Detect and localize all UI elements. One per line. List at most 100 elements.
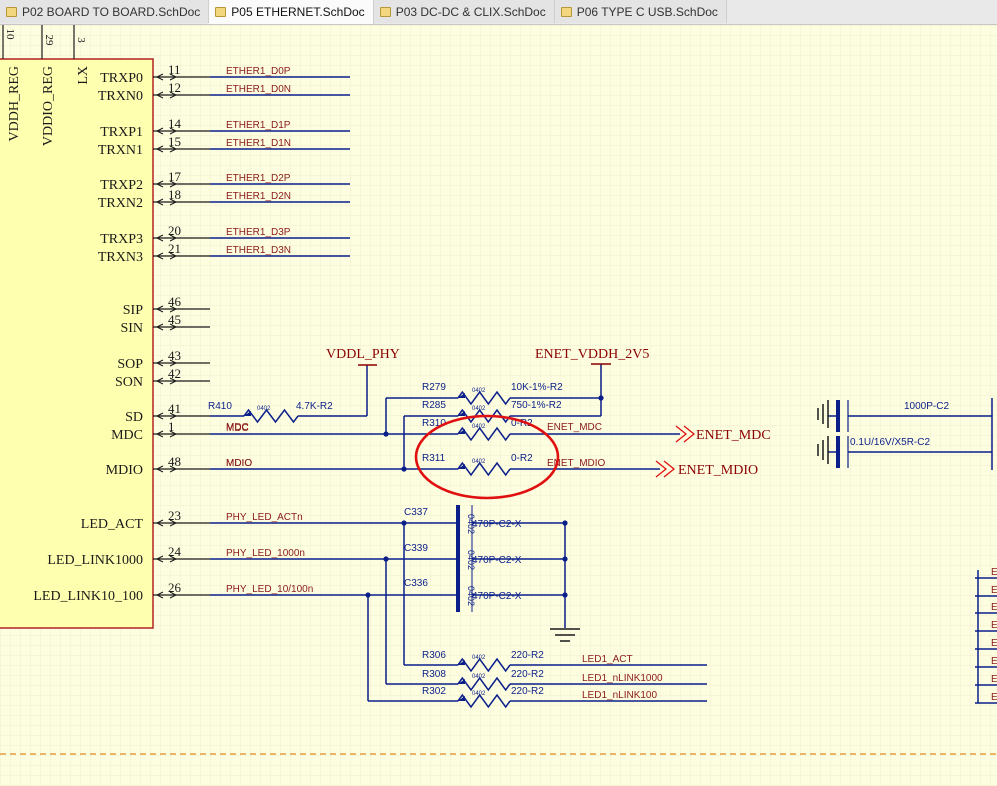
net-label-mdio: MDIO	[226, 458, 252, 469]
capacitor-ref: C339	[404, 543, 428, 554]
schematic-doc-icon	[560, 6, 572, 17]
ic-pin-trxp0: TRXP0 11 ETHER1_D0P	[100, 62, 291, 86]
net-label: ETHER1_D0P	[226, 66, 291, 77]
document-tab-1[interactable]: P02 BOARD TO BOARD.SchDoc	[0, 0, 210, 23]
net-label: PHY_LED_ACTn	[226, 512, 303, 523]
pin-io-arrow-icon	[155, 377, 178, 385]
net-label: ETHER1_D1N	[226, 138, 291, 149]
junction-dot	[401, 520, 407, 526]
resistor-ref: R279	[422, 382, 446, 393]
pin-name: SD	[125, 410, 143, 425]
pin-name: LED_ACT	[81, 517, 144, 532]
pin-io-arrow-icon	[155, 323, 178, 331]
resistor-value: 220-R2	[511, 686, 544, 697]
power-port-enet-vddh: ENET_VDDH_2V5	[535, 347, 649, 362]
net-label: MDC	[226, 423, 249, 434]
pin-number: 42	[168, 366, 181, 381]
net-label-led: LED1_nLINK100	[582, 690, 657, 701]
junction-dot	[383, 556, 389, 562]
net-label-enet-mdc: ENET_MDC	[547, 422, 602, 433]
capacitor-value: 470P-C2-X	[472, 555, 522, 566]
resistor-ref: R302	[422, 686, 446, 697]
resistor-package: 0402	[472, 388, 486, 394]
pin1-marker-icon	[244, 411, 251, 416]
document-tab-2[interactable]: P05 ETHERNET.SchDoc	[209, 0, 374, 24]
junction-dot	[562, 592, 568, 598]
grid-background	[0, 25, 997, 786]
ground-icon	[817, 400, 829, 428]
resistor-package: 0402	[472, 424, 486, 430]
pin-number: 15	[168, 134, 181, 149]
pin-io-arrow-icon	[155, 412, 178, 420]
junction-dot	[562, 556, 568, 562]
net-label-enet-mdio: ENET_MDIO	[547, 458, 606, 469]
capacitor-package: 0402	[466, 586, 476, 606]
capacitor-ref: C337	[404, 507, 428, 518]
pin-number: 26	[168, 580, 182, 595]
net-label-led: LED1_ACT	[582, 654, 633, 665]
pin-number: 1	[168, 419, 175, 434]
net-label-edge: E	[991, 567, 997, 578]
pin-number: 11	[168, 62, 181, 77]
net-label-led: LED1_nLINK1000	[582, 673, 663, 684]
net-label-mdc: MDC	[226, 422, 249, 433]
ic-vertical-label: VDDIO_REG	[41, 66, 56, 146]
schematic-doc-icon	[6, 6, 17, 17]
resistor-value: 220-R2	[511, 669, 544, 680]
resistor-package: 0402	[257, 406, 271, 412]
pin-number: 48	[168, 454, 181, 469]
pin-io-arrow-icon	[155, 252, 178, 260]
junction-dot	[562, 520, 568, 526]
resistor-package: 0402	[472, 655, 486, 661]
pin-name: TRXN0	[98, 89, 143, 104]
capacitor-value: 470P-C2-X	[472, 591, 522, 602]
resistor-package: 0402	[472, 459, 486, 465]
pin-number: 20	[168, 223, 181, 238]
resistor-value: 220-R2	[511, 650, 544, 661]
pin-name: TRXP0	[100, 71, 143, 86]
pin-name: TRXN1	[98, 143, 143, 158]
pin-name: TRXP3	[100, 232, 143, 247]
pin-number: 45	[168, 312, 181, 327]
document-tab-4[interactable]: P06 TYPE C USB.SchDoc	[554, 0, 727, 23]
junction-dot	[598, 395, 604, 401]
net-label-edge: E	[991, 638, 997, 649]
net-label: ETHER1_D2N	[226, 191, 291, 202]
net-label: ETHER1_D3N	[226, 245, 291, 256]
resistor-ref: R310	[422, 418, 446, 429]
net-label-edge: E	[991, 656, 997, 667]
pin-number: 41	[168, 401, 181, 416]
pin-name: TRXN3	[98, 250, 143, 265]
net-label-edge: E	[991, 692, 997, 703]
net-label: ETHER1_D3P	[226, 227, 291, 238]
resistor-package: 0402	[472, 674, 486, 680]
schematic-doc-icon	[379, 6, 391, 17]
net-label: ETHER1_D2P	[226, 173, 291, 184]
net-label-edge: E	[991, 585, 997, 596]
net-label: PHY_LED_1000n	[226, 548, 305, 559]
net-label-edge: E	[991, 602, 997, 613]
tab-label: P06 TYPE C USB.SchDoc	[576, 4, 718, 19]
net-label: ETHER1_D1P	[226, 120, 291, 131]
resistor-ref: R311	[422, 453, 446, 464]
tab-label: P02 BOARD TO BOARD.SchDoc	[22, 4, 201, 19]
resistor-ref: R285	[422, 400, 446, 411]
port-enet-mdc: ENET_MDC	[696, 428, 771, 443]
capacitor-ref: C336	[404, 578, 428, 589]
pin-io-arrow-icon	[155, 180, 178, 188]
document-tab-3[interactable]: P03 DC-DC & CLIX.SchDoc	[373, 0, 555, 23]
wires	[210, 76, 997, 704]
